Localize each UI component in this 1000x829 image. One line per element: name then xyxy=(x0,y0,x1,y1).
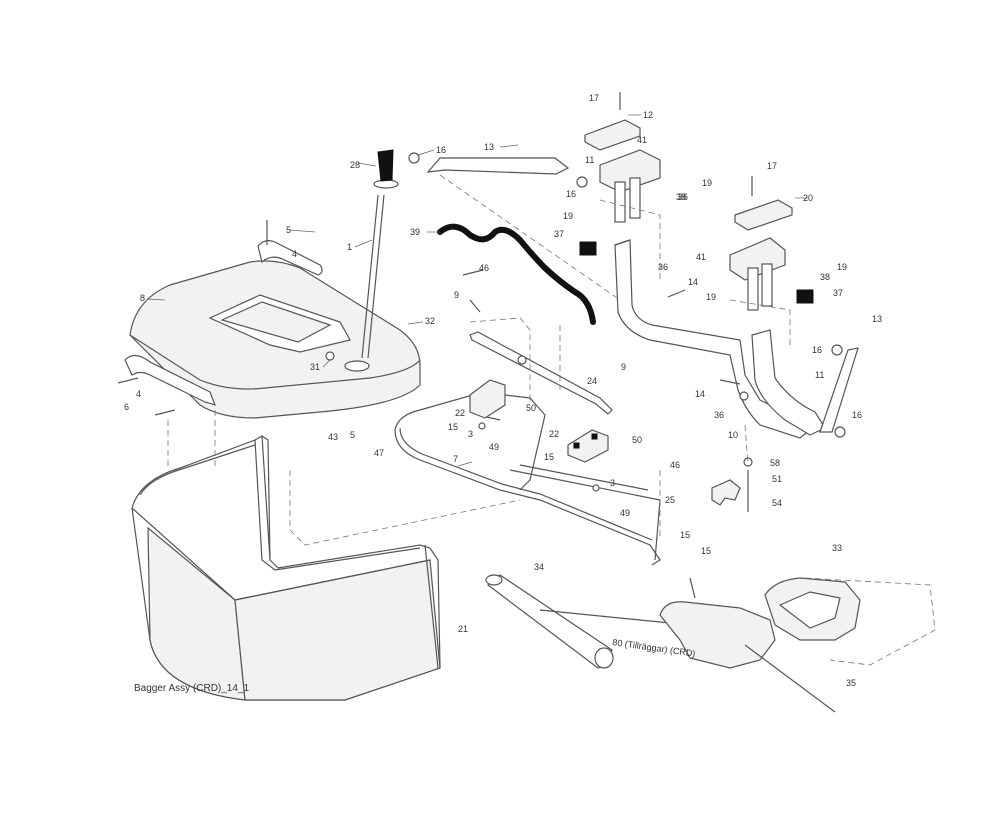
pad-37a xyxy=(579,241,597,256)
callout-9: 9 xyxy=(454,290,459,300)
figure-caption: Bagger Assy (CRD)_14_1 xyxy=(134,683,249,694)
callout-38: 38 xyxy=(820,272,830,282)
callout-22: 22 xyxy=(455,408,465,418)
tube-and-knob xyxy=(361,149,399,359)
callout-50: 50 xyxy=(632,435,642,445)
callout-35: 35 xyxy=(846,678,856,688)
bracket-22 xyxy=(469,379,609,463)
bar-24 xyxy=(469,331,613,415)
lower-assembly xyxy=(485,574,936,713)
pad-37b xyxy=(796,289,814,304)
leader-lines xyxy=(146,114,808,467)
callout-16: 16 xyxy=(566,189,576,199)
callout-5: 5 xyxy=(286,225,291,235)
callout-15: 15 xyxy=(544,452,554,462)
callout-6: 6 xyxy=(124,402,129,412)
callout-50: 50 xyxy=(526,403,536,413)
callout-labels: 1 3 3 4 4 5 5 6 7 8 9 9 10 11 11 12 13 1… xyxy=(124,93,882,688)
callout-20: 20 xyxy=(803,193,813,203)
callout-14: 14 xyxy=(695,389,705,399)
callout-5: 5 xyxy=(350,430,355,440)
callout-11: 11 xyxy=(585,155,594,165)
support-bars xyxy=(426,157,859,433)
callout-32: 32 xyxy=(425,316,435,326)
callout-28: 28 xyxy=(350,160,360,170)
callout-25: 25 xyxy=(665,495,675,505)
callout-33: 33 xyxy=(832,543,842,553)
callout-41: 41 xyxy=(637,135,647,145)
callout-37: 37 xyxy=(554,229,564,239)
callout-8: 8 xyxy=(140,293,145,303)
bag-frame xyxy=(394,389,661,566)
callout-21: 21 xyxy=(458,624,468,634)
callout-39: 39 xyxy=(410,227,420,237)
callout-47: 47 xyxy=(374,448,384,458)
bagger-cover xyxy=(129,260,421,419)
callout-19: 19 xyxy=(702,178,712,188)
callout-16: 16 xyxy=(852,410,862,420)
callout-49: 49 xyxy=(620,508,630,518)
callout-7: 7 xyxy=(453,454,458,464)
callout-51: 51 xyxy=(772,474,782,484)
handle-bar-10 xyxy=(614,239,826,439)
callout-4: 4 xyxy=(292,249,297,259)
callout-31: 31 xyxy=(310,362,320,372)
callout-15: 15 xyxy=(701,546,711,556)
callout-3: 3 xyxy=(610,478,615,488)
grass-bag xyxy=(131,435,441,701)
callout-24: 24 xyxy=(587,376,597,386)
callout-11: 11 xyxy=(815,370,824,380)
callout-54: 54 xyxy=(772,498,782,508)
callout-19: 19 xyxy=(706,292,716,302)
latch xyxy=(711,479,741,506)
callout-15: 15 xyxy=(680,530,690,540)
guide-lines xyxy=(167,174,791,546)
callout-36: 36 xyxy=(678,192,688,202)
callout-13: 13 xyxy=(872,314,882,324)
callout-17: 17 xyxy=(589,93,599,103)
callout-1: 1 xyxy=(347,242,352,252)
bracket-41 xyxy=(599,149,786,311)
callout-46: 46 xyxy=(670,460,680,470)
callout-36: 36 xyxy=(658,262,668,272)
callout-12: 12 xyxy=(643,110,653,120)
callout-37: 37 xyxy=(833,288,843,298)
callout-36: 36 xyxy=(714,410,724,420)
callout-14: 14 xyxy=(688,277,698,287)
callout-9: 9 xyxy=(621,362,626,372)
plates xyxy=(584,119,793,231)
callout-58: 58 xyxy=(770,458,780,468)
callout-43: 43 xyxy=(328,432,338,442)
rod-39 xyxy=(437,223,596,325)
callout-16: 16 xyxy=(436,145,446,155)
callout-38: 38 xyxy=(676,192,686,202)
callout-41: 41 xyxy=(696,252,706,262)
callout-49: 49 xyxy=(489,442,499,452)
callout-13: 13 xyxy=(484,142,494,152)
callout-3: 3 xyxy=(468,429,473,439)
callout-15: 15 xyxy=(448,422,458,432)
callout-17: 17 xyxy=(767,161,777,171)
callout-16: 16 xyxy=(812,345,822,355)
callout-19: 19 xyxy=(837,262,847,272)
callout-19: 19 xyxy=(563,211,573,221)
callout-4: 4 xyxy=(136,389,141,399)
callout-22: 22 xyxy=(549,429,559,439)
callout-46: 46 xyxy=(479,263,489,273)
callout-34: 34 xyxy=(534,562,544,572)
callout-10: 10 xyxy=(728,430,738,440)
